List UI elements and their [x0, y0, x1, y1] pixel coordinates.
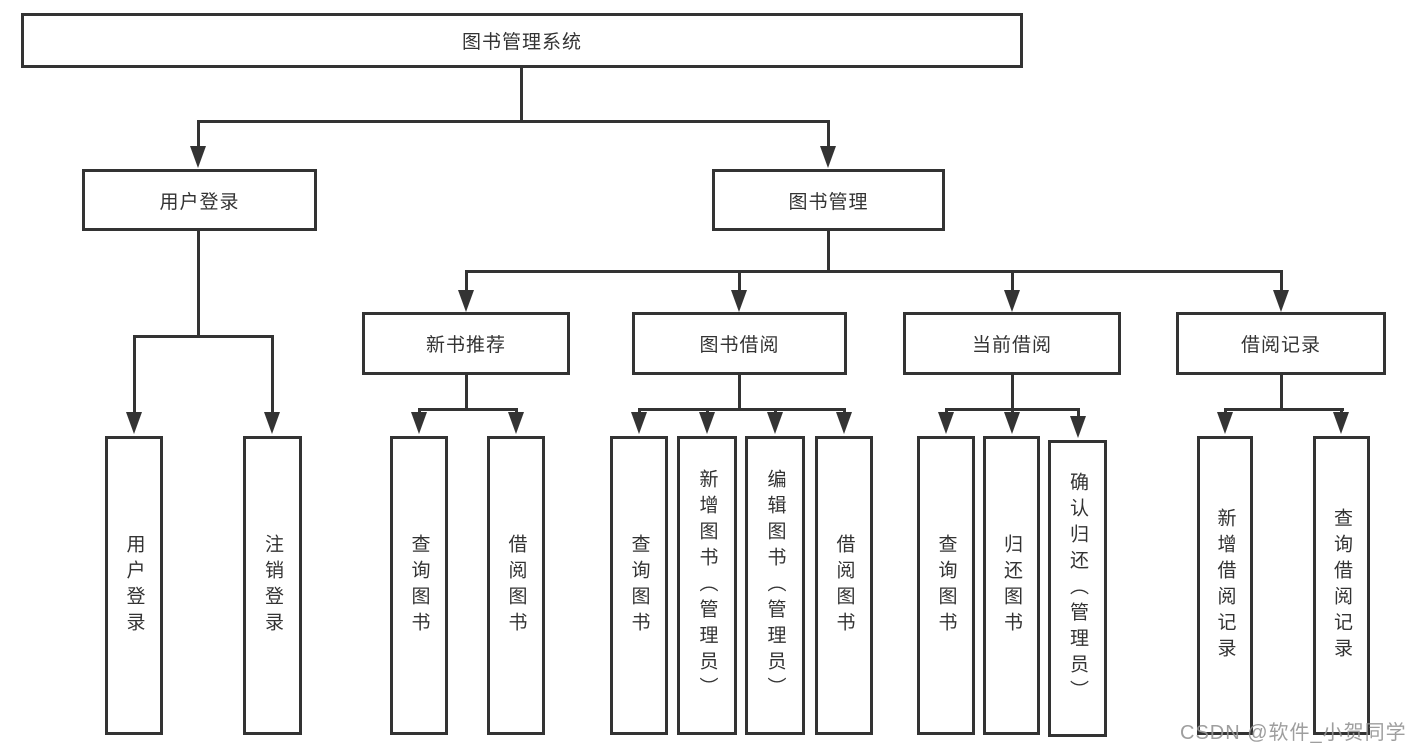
- node-user-login: 用户登录: [82, 169, 317, 231]
- connector-book-mgmt-stem: [827, 120, 830, 148]
- arrow-to-leaf-logout: [264, 412, 280, 434]
- node-current-borrow-label: 当前借阅: [971, 335, 1052, 356]
- leaf-nbr-query: 查询图书: [390, 436, 448, 735]
- arrow-to-leaf-bb-borrow: [836, 412, 852, 434]
- node-new-book-rec: 新书推荐: [362, 312, 570, 375]
- connector-new-book-stem: [465, 270, 468, 292]
- leaf-bb-edit-label: 编辑图书（管理员）: [764, 468, 786, 703]
- arrow-to-leaf-bb-edit: [767, 412, 783, 434]
- node-book-mgmt-label: 图书管理: [788, 191, 869, 213]
- node-book-mgmt: 图书管理: [712, 169, 945, 231]
- leaf-br-add-label: 新增借阅记录: [1214, 507, 1236, 664]
- connector-root-drop: [520, 68, 523, 120]
- connector-level3-rail: [465, 270, 1283, 273]
- leaf-nbr-borrow-label: 借阅图书: [505, 533, 527, 638]
- arrow-to-leaf-br-add: [1217, 412, 1233, 434]
- node-borrow-record: 借阅记录: [1176, 312, 1386, 375]
- arrow-to-leaf-br-query: [1333, 412, 1349, 434]
- connector-borrow-record-rail: [1224, 408, 1344, 411]
- connector-user-login-drop: [197, 231, 200, 335]
- connector-current-borrow-stem: [1011, 270, 1014, 292]
- arrow-to-borrow-record: [1273, 290, 1289, 312]
- connector-borrow-record-stem: [1280, 270, 1283, 292]
- leaf-cb-return: 归还图书: [983, 436, 1040, 735]
- leaf-bb-query: 查询图书: [610, 436, 668, 735]
- leaf-nbr-borrow: 借阅图书: [487, 436, 545, 735]
- connector-leaf-cb-confirm-stem: [1077, 408, 1080, 420]
- connector-book-borrow-stem: [738, 270, 741, 292]
- connector-new-book-drop: [465, 375, 468, 410]
- leaf-bb-add-label: 新增图书（管理员）: [696, 468, 718, 703]
- arrow-to-leaf-bb-add: [699, 412, 715, 434]
- leaf-user-login-label: 用户登录: [123, 533, 145, 638]
- leaf-logout-label: 注销登录: [262, 533, 283, 638]
- arrow-to-new-book: [458, 290, 474, 312]
- arrow-to-leaf-nbr-borrow: [508, 412, 524, 434]
- connector-leaf-user-login-stem: [133, 335, 136, 414]
- node-new-book-rec-label: 新书推荐: [425, 335, 506, 356]
- arrow-to-leaf-user-login: [126, 412, 142, 434]
- arrow-to-leaf-cb-query: [938, 412, 954, 434]
- leaf-br-query-label: 查询借阅记录: [1331, 507, 1352, 664]
- node-borrow-record-label: 借阅记录: [1240, 335, 1321, 356]
- arrow-to-current-borrow: [1004, 290, 1020, 312]
- node-root-label: 图书管理系统: [461, 32, 582, 53]
- connector-new-book-rail: [418, 408, 518, 411]
- connector-user-login-stem: [197, 120, 200, 148]
- connector-book-borrow-drop: [738, 375, 741, 410]
- connector-leaf-logout-stem: [271, 335, 274, 414]
- leaf-cb-confirm: 确认归还（管理员）: [1048, 440, 1107, 737]
- leaf-cb-return-label: 归还图书: [1001, 533, 1022, 638]
- leaf-br-query: 查询借阅记录: [1313, 436, 1370, 735]
- arrow-to-leaf-nbr-query: [411, 412, 427, 434]
- leaf-bb-borrow: 借阅图书: [815, 436, 873, 735]
- connector-level2-rail: [197, 120, 830, 123]
- node-book-borrow-label: 图书借阅: [699, 335, 780, 356]
- connector-book-borrow-rail: [638, 408, 846, 411]
- connector-book-mgmt-drop: [827, 231, 830, 272]
- node-book-borrow: 图书借阅: [632, 312, 847, 375]
- watermark: CSDN @软件_小贺同学: [1180, 722, 1405, 744]
- leaf-bb-query-label: 查询图书: [628, 533, 650, 638]
- arrow-to-user-login: [190, 146, 206, 168]
- connector-borrow-record-drop: [1280, 375, 1283, 410]
- leaf-bb-add: 新增图书（管理员）: [677, 436, 737, 735]
- leaf-cb-query: 查询图书: [917, 436, 975, 735]
- leaf-br-add: 新增借阅记录: [1197, 436, 1253, 735]
- arrow-to-leaf-cb-return: [1004, 412, 1020, 434]
- node-user-login-label: 用户登录: [159, 191, 240, 213]
- arrow-to-leaf-bb-query: [631, 412, 647, 434]
- leaf-logout: 注销登录: [243, 436, 302, 735]
- connector-current-borrow-drop: [1011, 375, 1014, 410]
- leaf-nbr-query-label: 查询图书: [408, 533, 430, 638]
- leaf-bb-borrow-label: 借阅图书: [833, 533, 855, 638]
- arrow-to-leaf-cb-confirm: [1070, 416, 1086, 438]
- connector-user-login-rail: [133, 335, 274, 338]
- leaf-cb-query-label: 查询图书: [935, 533, 957, 638]
- leaf-bb-edit: 编辑图书（管理员）: [745, 436, 805, 735]
- arrow-to-book-borrow: [731, 290, 747, 312]
- node-current-borrow: 当前借阅: [903, 312, 1121, 375]
- arrow-to-book-mgmt: [820, 146, 836, 168]
- leaf-cb-confirm-label: 确认归还（管理员）: [1067, 471, 1088, 706]
- leaf-user-login: 用户登录: [105, 436, 163, 735]
- node-root: 图书管理系统: [21, 13, 1023, 68]
